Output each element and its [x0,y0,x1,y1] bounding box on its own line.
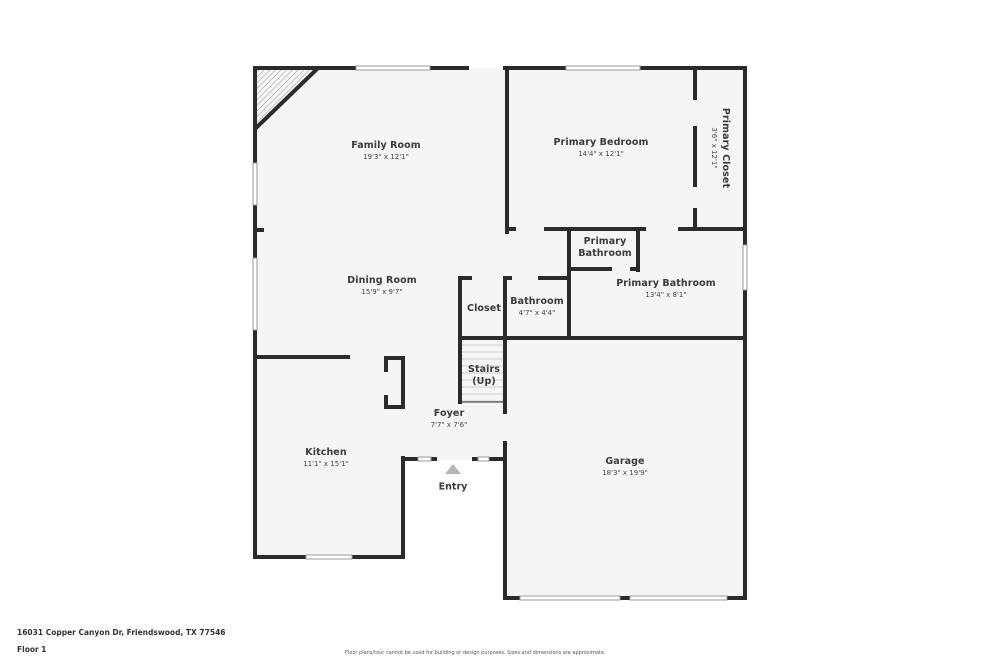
room-dimensions: 11'1" x 15'1" [303,460,349,469]
stair-treads [462,344,503,402]
disclaimer: Floor plans/tour cannot be used for buil… [345,650,606,656]
room-label-foyer: Foyer 7'7" x 7'6" [431,408,468,430]
room-name-line2: (Up) [472,376,496,387]
room-name-line1: Stairs [468,364,500,376]
room-name: Garage [605,456,645,468]
room-name-line2: Bathroom [578,248,632,259]
room-dimensions: 18'3" x 19'9" [602,469,648,478]
entry-arrow-icon [445,464,461,474]
room-label-primary-closet: Primary Closet 3'6" x 12'1" [709,108,731,188]
walls [253,66,747,600]
room-dimensions: 7'7" x 7'6" [430,421,468,430]
room-name: Foyer [433,408,465,420]
room-label-primary-bathroom: Primary Bathroom 13'4" x 8'1" [616,278,716,300]
room-dimensions: 4'7" x 4'4" [518,309,556,318]
room-dimensions: 19'3" x 12'1" [363,153,409,162]
windows [252,65,748,601]
room-name: Primary Bathroom [616,278,716,290]
room-name: Closet [467,303,501,315]
entry-label: Entry [438,481,468,493]
room-dimensions: 14'4" x 12'1" [578,150,624,159]
room-label-garage: Garage 18'3" x 19'9" [602,456,648,478]
room-label-primary-bedroom: Primary Bedroom 14'4" x 12'1" [553,137,648,159]
room-label-family-room: Family Room 19'3" x 12'1" [351,140,421,162]
room-label-stairs: Stairs (Up) [468,364,500,388]
room-label-dining-room: Dining Room 15'9" x 9'7" [347,275,416,297]
room-dimensions: 15'9" x 9'7" [361,288,403,297]
room-name: Primary Closet [719,107,731,189]
room-label-primary-bathroom-small: Primary Bathroom [578,236,631,260]
floor-label: Floor 1 [17,645,47,654]
room-name: Kitchen [305,447,347,459]
room-name: Primary Bedroom [553,137,649,149]
room-label-closet: Closet [467,303,501,315]
room-name: Family Room [351,140,421,152]
room-name-line1: Primary [583,236,627,248]
room-dimensions: 3'6" x 12'1" [709,127,718,169]
property-address: 16031 Copper Canyon Dr, Friendswood, TX … [17,628,226,637]
room-name: Dining Room [347,275,417,287]
room-label-kitchen: Kitchen 11'1" x 15'1" [303,447,349,469]
room-label-bathroom: Bathroom 4'7" x 4'4" [510,296,563,318]
floor-fill [255,68,745,598]
room-dimensions: 13'4" x 8'1" [645,291,687,300]
room-name: Bathroom [510,296,564,308]
